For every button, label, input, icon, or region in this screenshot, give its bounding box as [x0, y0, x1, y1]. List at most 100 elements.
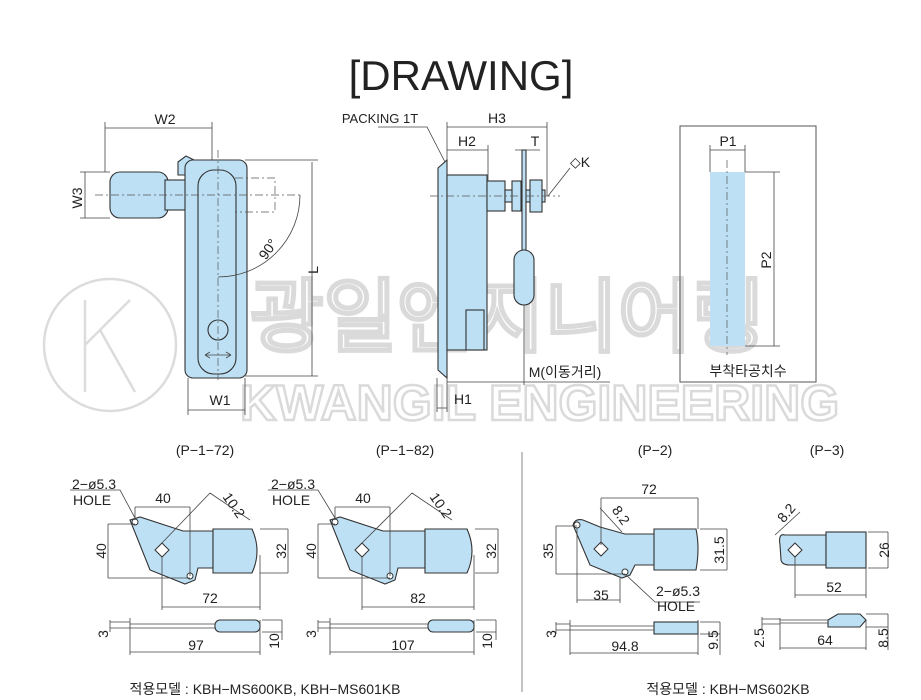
p182-dim-82: 82 — [410, 590, 426, 606]
applicable-models-right: 적용모델 : KBH−MS602KB — [646, 681, 809, 697]
p3-dim-64: 64 — [817, 632, 833, 648]
p182-side-lines — [317, 618, 497, 655]
p182-side-grip — [427, 619, 475, 633]
p2-hole-2 — [621, 568, 629, 576]
k-label: ◇K — [570, 154, 591, 170]
p182-dim-3: 3 — [303, 630, 319, 638]
m-label: M(이동거리) — [529, 364, 602, 380]
p182-label: (P−1−82) — [376, 442, 434, 458]
p1-dim-line — [709, 145, 746, 172]
part-p-2: (P−2) 72 8.2 35 31.5 35 2−ø5.3 HOLE 3 94… — [540, 442, 728, 655]
p3-grip — [825, 531, 867, 569]
p172-dim-40-v: 40 — [93, 543, 109, 559]
rotated-position — [235, 177, 276, 213]
p182-dim-40: 40 — [355, 490, 371, 506]
h2-dim-line — [447, 145, 489, 181]
p172-label: (P−1−72) — [176, 442, 234, 458]
p182-grip — [424, 528, 473, 574]
page-title: [DRAWING] — [349, 52, 574, 99]
t-label: T — [531, 133, 540, 149]
p2-dim-35-v: 35 — [540, 543, 556, 559]
w1-label: W1 — [210, 392, 231, 408]
p182-hole-text: HOLE — [272, 492, 310, 508]
latch-slot — [197, 169, 237, 375]
p182-dim-10: 10 — [479, 633, 495, 649]
p172-dim-72: 72 — [202, 590, 218, 606]
h2-label: H2 — [458, 133, 476, 149]
cutout-frame — [679, 125, 817, 383]
part-p-1-72: (P−1−72) 2−ø5.3 HOLE 40 10.2 40 32 72 3 … — [70, 442, 289, 655]
w3-dim-line — [80, 171, 110, 219]
part-p-3: (P−3) 8.2 26 52 2.5 64 8.5 — [751, 442, 892, 650]
lower-bracket — [465, 309, 485, 351]
p2-dim-31-5: 31.5 — [711, 536, 727, 563]
p172-plate — [129, 516, 214, 585]
watermark-english: KWANGIL ENGINEERING — [240, 375, 839, 431]
packing-leader — [378, 126, 446, 163]
p3-dim-8-2: 8.2 — [774, 500, 799, 525]
p3-label: (P−3) — [810, 442, 845, 458]
p182-hole-spec: 2−ø5.3 — [271, 476, 315, 492]
l-dim-line — [245, 159, 318, 377]
packing — [437, 158, 448, 380]
p2-side-grip — [653, 621, 699, 635]
p182-dim-10-2: 10.2 — [427, 489, 456, 521]
p2-side-lines — [555, 620, 721, 655]
l-label: L — [305, 266, 321, 274]
p2-dim-35: 35 — [593, 587, 609, 603]
p172-grip — [212, 528, 258, 574]
center-lines — [95, 150, 300, 380]
p3-plate — [779, 534, 827, 566]
p3-dim-8-5: 8.5 — [875, 628, 891, 648]
part-p-1-82: (P−1−82) 2−ø5.3 HOLE 40 10.2 40 32 82 3 … — [268, 442, 499, 655]
packing-label: PACKING 1T — [342, 111, 418, 126]
watermark-logo-circle — [42, 277, 178, 413]
p182-dim-107: 107 — [391, 637, 415, 653]
p172-dim-10: 10 — [266, 633, 282, 649]
p2-dim-94-8: 94.8 — [611, 638, 638, 654]
p3-side-lines — [761, 613, 889, 650]
h1-label: H1 — [454, 391, 472, 407]
p2-grip — [653, 528, 699, 571]
p2-dim-line — [745, 171, 780, 347]
p2-hole-text: HOLE — [657, 598, 695, 614]
p172-hole-text: HOLE — [73, 492, 111, 508]
p2-dim-3: 3 — [543, 630, 559, 638]
p2-square-hole — [593, 541, 609, 557]
watermark-logo-k — [83, 299, 137, 393]
p3-dim-lines — [774, 511, 889, 598]
p172-side-grip — [214, 619, 261, 633]
front-view: W2 W3 L W1 90° — [69, 111, 321, 415]
h3-dim-line — [446, 122, 548, 196]
k-leader — [547, 167, 571, 197]
cutout-caption: 부착타공치수 — [709, 363, 786, 379]
angle-label: 90° — [255, 236, 280, 263]
p172-dim-lines — [70, 489, 289, 610]
p2-hole-1 — [573, 521, 581, 529]
applicable-models-left: 적용모델 : KBH−MS600KB, KBH−MS601KB — [130, 681, 401, 697]
cutout-view: P1 P2 부착타공치수 — [679, 125, 817, 383]
p182-dim-40-v: 40 — [303, 543, 319, 559]
pendulum-weight — [513, 249, 535, 306]
w3-label: W3 — [69, 187, 85, 208]
p2-label: P2 — [758, 251, 774, 268]
p172-dim-97: 97 — [188, 637, 204, 653]
m-dim-line — [447, 305, 610, 385]
p1-label: P1 — [719, 133, 736, 149]
p172-dim-32: 32 — [273, 543, 289, 559]
p2-plate — [572, 519, 656, 579]
p2-dim-72: 72 — [641, 481, 657, 497]
p2-label: (P−2) — [638, 442, 673, 458]
p3-dim-26: 26 — [876, 542, 892, 558]
rotation-arc — [217, 194, 301, 278]
p3-side-grip — [827, 613, 867, 628]
p2-hole-spec: 2−ø5.3 — [656, 583, 700, 599]
w2-label: W2 — [155, 111, 176, 127]
watermark-korean: 광일엔지니어링 — [250, 273, 765, 362]
p2-dim-lines — [555, 497, 728, 603]
w2-dim-line — [104, 122, 213, 172]
p182-dim-lines — [268, 489, 499, 610]
p2-dim-8-2: 8.2 — [609, 503, 633, 528]
p182-plate — [329, 516, 426, 585]
